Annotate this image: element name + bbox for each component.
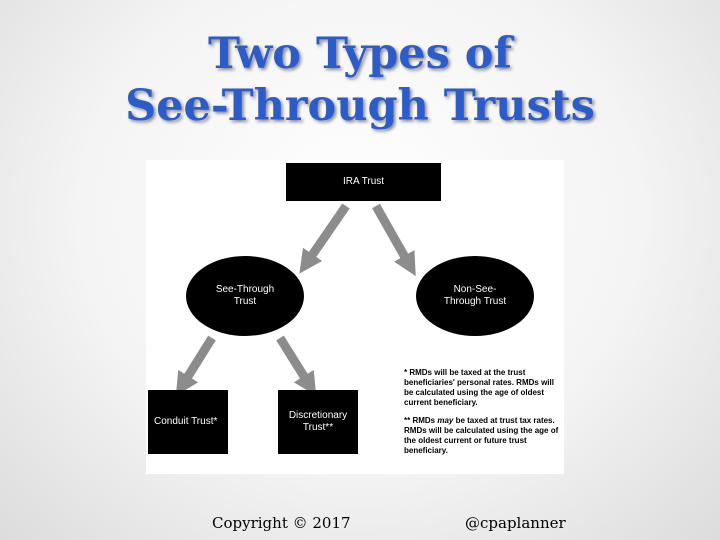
footnote-discretionary-suffix: be taxed at trust tax rates. RMDs will b… xyxy=(404,416,559,455)
title-line-1: Two Types of xyxy=(208,29,512,79)
copyright-text: Copyright © 2017 xyxy=(212,514,351,532)
trust-diagram: IRA Trust See-Through Trust Non-See- Thr… xyxy=(146,160,564,474)
title-line-2: See-Through Trusts xyxy=(125,81,595,131)
arrow-root-to-see-through xyxy=(299,203,350,274)
arrow-see-through-to-discretionary xyxy=(276,335,317,396)
footnote-conduit: * RMDs will be taxed at the trust benefi… xyxy=(404,368,554,407)
footnote-discretionary-emphasis: may xyxy=(437,416,454,425)
footnote-discretionary-prefix: ** RMDs xyxy=(404,416,438,425)
footnotes: * RMDs will be taxed at the trust benefi… xyxy=(404,368,560,464)
see-through-trust-label: See-Through Trust xyxy=(215,284,275,307)
arrow-see-through-to-conduit xyxy=(175,335,216,396)
diagram-arrows xyxy=(175,203,416,396)
conduit-trust-node: Conduit Trust* xyxy=(148,390,228,454)
discretionary-trust-label: Discretionary Trust** xyxy=(288,410,348,433)
footnote-discretionary: ** RMDs may be taxed at trust tax rates.… xyxy=(404,416,560,456)
arrow-root-to-non-see-through xyxy=(372,203,416,277)
see-through-trust-node: See-Through Trust xyxy=(186,256,304,336)
non-see-through-trust-node: Non-See- Through Trust xyxy=(416,256,534,336)
ira-trust-label: IRA Trust xyxy=(342,176,385,187)
ira-trust-node: IRA Trust xyxy=(286,163,441,201)
twitter-handle: @cpaplanner xyxy=(465,514,566,532)
discretionary-trust-node: Discretionary Trust** xyxy=(278,390,358,454)
non-see-through-trust-label: Non-See- Through Trust xyxy=(443,284,507,307)
conduit-trust-label: Conduit Trust* xyxy=(154,416,218,427)
slide-title: Two Types of See-Through Trusts xyxy=(0,28,720,132)
